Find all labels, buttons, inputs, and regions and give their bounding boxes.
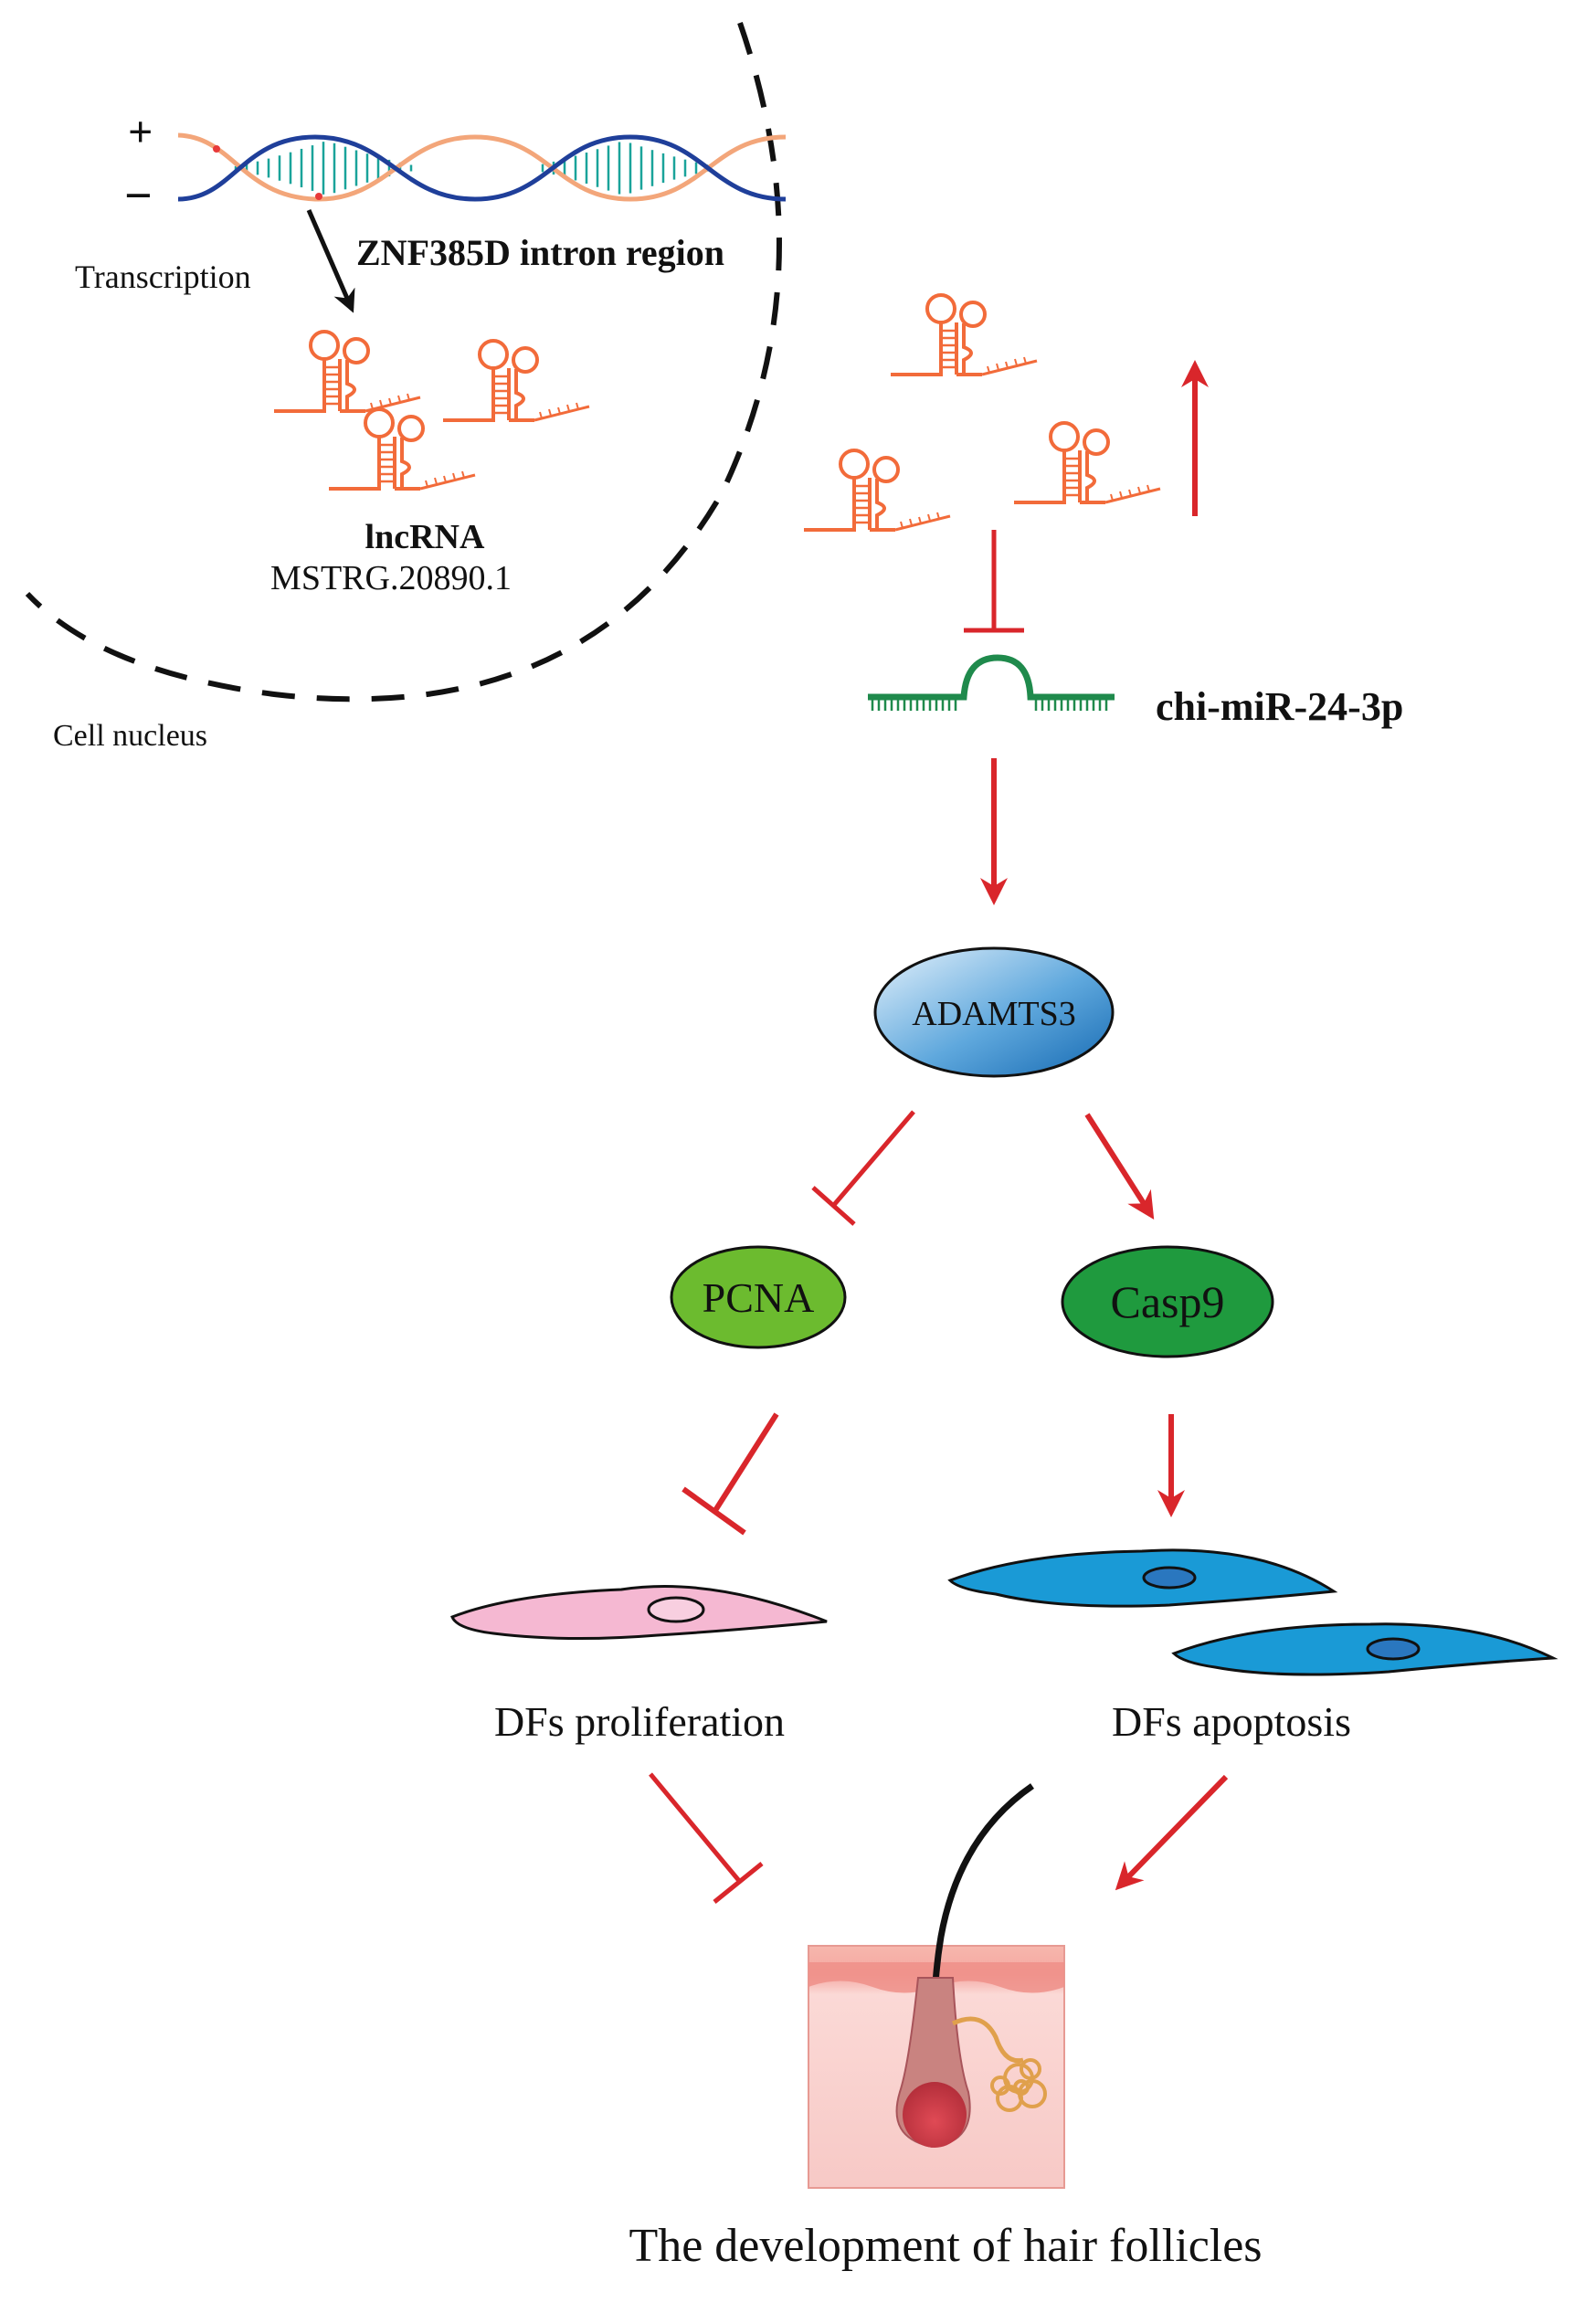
apoptotic-cell-lower bbox=[1171, 1622, 1559, 1676]
lncrna-label-line2: MSTRG.20890.1 bbox=[270, 559, 512, 597]
apoptotic-cell-upper bbox=[947, 1548, 1338, 1608]
dna-double-helix bbox=[177, 132, 787, 202]
transcription-label: Transcription bbox=[75, 259, 251, 295]
apoptosis-to-development-arrow bbox=[1115, 1774, 1229, 1891]
adamts3-to-casp9-arrow bbox=[1084, 1113, 1155, 1220]
pcna-label: PCNA bbox=[703, 1274, 815, 1321]
lncrna-label-line1: lncRNA bbox=[365, 518, 485, 556]
adamts3-node: ADAMTS3 bbox=[873, 946, 1115, 1078]
gene-region-label: ZNF385D intron region bbox=[356, 232, 724, 273]
dna-base-pairs bbox=[234, 142, 709, 195]
transcription-arrow bbox=[306, 209, 355, 313]
lncrna-inhibits-mirna bbox=[964, 530, 1024, 633]
dna-strand-orange bbox=[177, 132, 787, 202]
mirna-label: chi-miR-24-3p bbox=[1156, 684, 1403, 729]
casp9-label: Casp9 bbox=[1111, 1276, 1225, 1327]
apoptosis-label: DFs apoptosis bbox=[1112, 1698, 1351, 1745]
pcna-promotes-proliferation-bar bbox=[682, 1412, 779, 1536]
lncrna-glyph bbox=[272, 330, 422, 413]
proliferation-label: DFs proliferation bbox=[494, 1698, 785, 1745]
hair-follicle-illustration bbox=[808, 1783, 1065, 2189]
proliferating-cell bbox=[450, 1585, 828, 1641]
plus-strand-label: + bbox=[128, 108, 153, 156]
cell-nucleus-boundary bbox=[25, 22, 782, 702]
adamts3-inhibits-pcna bbox=[811, 1110, 915, 1226]
cell-nucleus-label: Cell nucleus bbox=[53, 719, 207, 753]
proliferation-inhibits-development bbox=[649, 1772, 764, 1904]
outcome-label: The development of hair follicles bbox=[629, 2220, 1262, 2272]
adamts3-label: ADAMTS3 bbox=[912, 995, 1075, 1033]
casp9-node: Casp9 bbox=[1061, 1245, 1274, 1358]
lncrna-glyph bbox=[1012, 421, 1162, 504]
lncrna-glyph bbox=[441, 339, 591, 422]
pcna-node: PCNA bbox=[670, 1245, 847, 1349]
dna-strand-blue bbox=[177, 134, 787, 202]
mirna-glyph bbox=[868, 654, 1115, 711]
lncrna-glyph bbox=[802, 449, 952, 532]
lncrna-glyph bbox=[889, 293, 1039, 376]
minus-strand-label: − bbox=[124, 168, 153, 223]
